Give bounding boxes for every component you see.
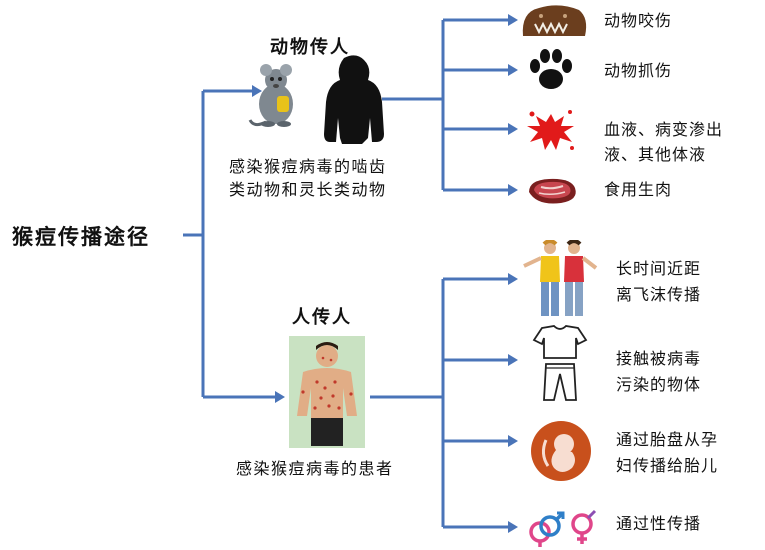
two-people-icon — [523, 240, 598, 316]
description-line: 感染猴痘病毒的患者 — [236, 459, 394, 478]
leaf-line: 离飞沫传播 — [616, 285, 702, 304]
leaf-label: 食用生肉 — [604, 180, 673, 199]
leaf-label: 通过性传播 — [616, 514, 702, 533]
leaf-label: 接触被病毒 污染的物体 — [616, 346, 701, 398]
leaf-line: 接触被病毒 — [616, 349, 702, 368]
leaf-line: 通过胎盘从孕 — [616, 430, 719, 449]
raw-meat-icon — [529, 178, 576, 204]
description-line: 类动物和灵长类动物 — [229, 180, 387, 199]
clothing-icon — [532, 325, 588, 401]
animal-bite-icon — [522, 5, 587, 36]
leaf-line: 血液、病变渗出 — [604, 120, 724, 139]
fetus-icon — [531, 421, 591, 481]
leaf-label: 血液、病变渗出 液、其他体液 — [604, 117, 723, 167]
gorilla-icon — [324, 55, 384, 144]
leaf-label: 动物抓伤 — [604, 61, 673, 80]
branch-description-human: 感染猴痘病毒的患者 — [236, 457, 394, 480]
patient-rash-icon — [289, 336, 365, 448]
blood-splatter-icon — [527, 110, 574, 150]
leaf-line: 妇传播给胎儿 — [616, 456, 719, 475]
rodent-icon — [248, 64, 293, 127]
leaf-label: 长时间近距 离飞沫传播 — [616, 256, 701, 308]
root-title: 猴痘传播途径 — [12, 224, 150, 249]
leaf-label: 通过胎盘从孕 妇传播给胎儿 — [616, 427, 718, 479]
leaf-line: 长时间近距 — [616, 259, 702, 278]
branch-description-animal: 感染猴痘病毒的啮齿 类动物和灵长类动物 — [229, 155, 387, 201]
leaf-line: 液、其他体液 — [604, 145, 707, 164]
paw-scratch-icon — [530, 49, 572, 89]
description-line: 感染猴痘病毒的啮齿 — [229, 157, 387, 176]
gender-symbols-icon — [529, 509, 597, 547]
leaf-label: 动物咬伤 — [604, 11, 673, 30]
leaf-line: 污染的物体 — [616, 375, 702, 394]
branch-title-animal: 动物传人 — [270, 37, 350, 58]
branch-title-human: 人传人 — [292, 307, 352, 328]
